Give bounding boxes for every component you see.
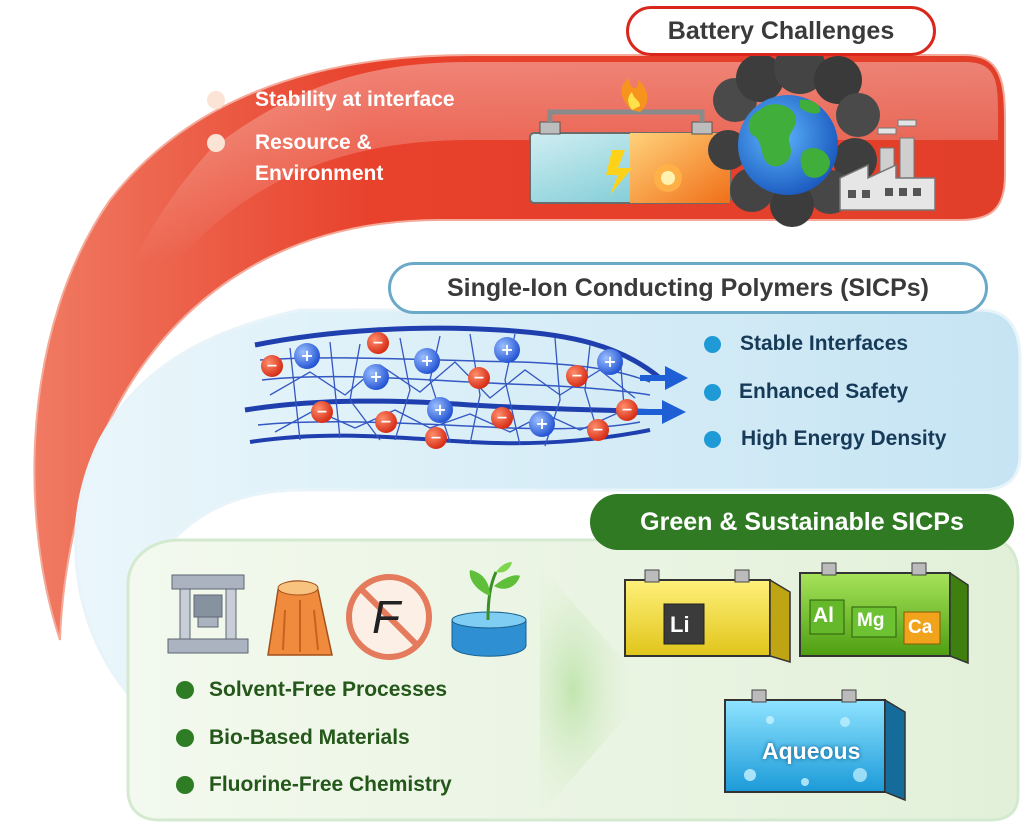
anion-icon: − [587, 419, 609, 441]
anion-icon: − [616, 399, 638, 421]
green-title: Green & Sustainable SICPs [640, 507, 964, 536]
anion-icon: − [367, 332, 389, 354]
svg-text:−: − [592, 422, 604, 438]
anion-icon: − [468, 367, 490, 389]
sicps-bullet-2: Enhanced Safety [704, 380, 908, 404]
sicps-text: High Energy Density [741, 427, 947, 450]
svg-text:−: − [430, 430, 442, 446]
challenge-text: Resource & [255, 131, 372, 154]
cation-icon: + [294, 343, 320, 369]
al-label: Al [813, 604, 834, 627]
cation-icon: + [494, 337, 520, 363]
green-bullet-2: Bio-Based Materials [176, 726, 410, 750]
svg-text:−: − [496, 410, 508, 426]
green-title-pill: Green & Sustainable SICPs [590, 494, 1014, 550]
li-battery-icon [624, 569, 791, 664]
svg-text:+: + [433, 401, 446, 419]
multivalent-battery-icon [799, 562, 969, 665]
fluorine-symbol: F [372, 591, 401, 643]
sicps-bullet-3: High Energy Density [704, 427, 946, 451]
cation-icon: + [363, 364, 389, 390]
anion-icon: − [425, 427, 447, 449]
green-text: Bio-Based Materials [209, 726, 410, 749]
challenge-bullet-2: Resource & [207, 131, 372, 155]
anion-icon: − [491, 407, 513, 429]
svg-text:−: − [372, 335, 384, 351]
aqueous-battery-icon [724, 689, 906, 802]
challenges-title-pill: Battery Challenges [626, 6, 936, 56]
svg-text:+: + [300, 347, 313, 365]
bullet-dot [704, 335, 721, 353]
bullet-dot [176, 681, 194, 699]
svg-text:+: + [420, 352, 433, 370]
press-icon [167, 574, 249, 654]
challenges-title: Battery Challenges [667, 16, 895, 45]
svg-text:−: − [571, 368, 583, 384]
bullet-dot [207, 134, 225, 152]
svg-text:−: − [621, 402, 633, 418]
cation-icon: + [597, 349, 623, 375]
svg-text:+: + [500, 341, 513, 359]
sicps-text: Enhanced Safety [739, 380, 909, 403]
aqueous-label: Aqueous [762, 738, 861, 764]
cation-icon: + [529, 411, 555, 437]
sicps-title: Single-Ion Conducting Polymers (SICPs) [447, 273, 929, 302]
sicps-bullet-1: Stable Interfaces [704, 332, 908, 356]
li-label: Li [670, 612, 690, 637]
green-bullet-3: Fluorine-Free Chemistry [176, 773, 452, 797]
plant-icon [451, 562, 527, 657]
challenge-text: Stability at interface [255, 88, 455, 111]
green-text: Solvent-Free Processes [209, 678, 448, 701]
challenge-bullet-1: Stability at interface [207, 88, 455, 112]
anion-icon: − [375, 411, 397, 433]
svg-text:+: + [369, 368, 382, 386]
anion-icon: − [566, 365, 588, 387]
green-bullet-1: Solvent-Free Processes [176, 678, 447, 702]
mg-label: Mg [857, 610, 885, 631]
challenge-text-cont: Environment [255, 162, 384, 185]
cation-icon: + [427, 397, 453, 423]
svg-text:−: − [266, 358, 278, 374]
bullet-dot [176, 776, 194, 794]
bullet-dot [704, 383, 721, 401]
ca-label: Ca [908, 617, 933, 638]
no-fluorine-icon [346, 574, 432, 660]
sicps-title-pill: Single-Ion Conducting Polymers (SICPs) [388, 262, 988, 314]
bullet-dot [704, 430, 721, 448]
bullet-dot [176, 729, 194, 747]
anion-icon: − [311, 401, 333, 423]
tree-stump-icon [267, 580, 333, 656]
bullet-dot [207, 91, 225, 109]
svg-text:−: − [316, 404, 328, 420]
svg-text:−: − [473, 370, 485, 386]
earth-icon [738, 95, 838, 195]
anion-icon: − [261, 355, 283, 377]
svg-text:+: + [535, 415, 548, 433]
cation-icon: + [414, 348, 440, 374]
factory-icon [839, 119, 936, 211]
sicps-text: Stable Interfaces [740, 332, 909, 355]
svg-text:−: − [380, 414, 392, 430]
svg-text:+: + [603, 353, 616, 371]
green-text: Fluorine-Free Chemistry [209, 773, 452, 796]
